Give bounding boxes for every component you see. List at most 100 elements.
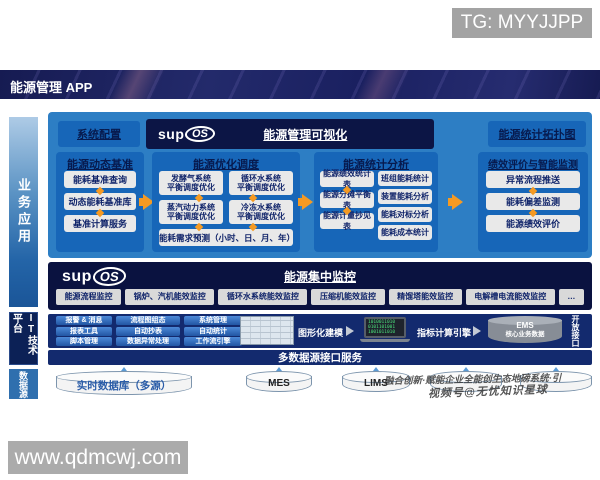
- arrow-right-icon: [139, 194, 154, 210]
- diagram-item: 能耗偏差监测: [486, 193, 580, 210]
- item-line1: 发酵气系统: [171, 173, 211, 183]
- it-tool-item: 脚本管理: [56, 337, 112, 346]
- arrow-right-icon: [448, 194, 463, 210]
- diagram-item: 能源计量抄见表: [320, 211, 374, 231]
- diagram-item: 循环水系统 平衡调度优化: [229, 171, 293, 195]
- page-title: 能源管理 APP: [10, 80, 93, 95]
- datasource-mes: MES: [246, 371, 312, 392]
- monitoring-item: 电解槽电流能效监控: [465, 289, 555, 305]
- engine-label: 指标计算引擎: [417, 328, 472, 338]
- ems-sublabel: 核心业务数据: [505, 331, 545, 338]
- diagram-item: 能源绩效统计表: [320, 169, 374, 189]
- it-tool-item: 自动统计: [184, 326, 242, 336]
- energy-visualization-bar: sup OS 能源管理可视化: [146, 119, 434, 149]
- diagram-item: 能源分摊平衡表: [320, 190, 374, 210]
- it-tool-item: 自动抄表: [116, 326, 180, 336]
- viz-title: 能源管理可视化: [263, 127, 348, 142]
- column-header: 能源统计分析: [343, 159, 409, 171]
- data-interface-strip: 多数据源接口服务: [48, 350, 592, 365]
- diagram-item: 发酵气系统 平衡调度优化: [159, 171, 223, 195]
- diagram-item-wide: 能耗需求预测（小时、日、月、年）: [159, 229, 295, 246]
- laptop-screen: 1010011010 0101101001 1001011010: [364, 317, 406, 338]
- column-header: 绩效评价与智能监测: [488, 160, 578, 171]
- supos-logo: sup OS: [158, 126, 217, 142]
- tg-watermark-badge: TG: MYYJJPP: [452, 8, 592, 38]
- laptop-base: [360, 339, 410, 342]
- column-header: 能源优化调度: [193, 159, 259, 171]
- monitoring-item: 锅炉、汽机能效监控: [125, 289, 215, 305]
- diagram-item: 能耗成本统计: [378, 225, 432, 240]
- monitoring-item: 循环水系统能效监控: [218, 289, 308, 305]
- column-performance-monitoring: 绩效评价与智能监测 异常流程推送 能耗偏差监测 能源绩效评价: [478, 152, 588, 252]
- it-tool-item: 工作流引擎: [184, 337, 242, 346]
- supos-logo-os-icon: OS: [184, 126, 217, 142]
- datasource-label: LIMS: [364, 378, 388, 389]
- item-line1: 冷冻水系统: [241, 202, 281, 212]
- diagram-item: 班组能耗统计: [378, 171, 432, 186]
- diagram-item: 蒸汽动力系统 平衡调度优化: [159, 200, 223, 224]
- diagram-item: 异常流程推送: [486, 171, 580, 188]
- supos-logo-text: sup: [62, 267, 92, 285]
- item-line2: 平衡调度优化: [167, 212, 215, 221]
- arrow-right-icon: [298, 194, 313, 210]
- it-tool-item: 流程图组态: [116, 316, 180, 325]
- business-apps-section: 系统配置 sup OS 能源管理可视化 能源统计拓扑图 能源动态基准 能耗基准查…: [48, 112, 592, 258]
- modeling-label: 图形化建模: [298, 328, 344, 338]
- modeling-screenshot-thumbnail: [240, 316, 294, 345]
- monitoring-item: 能源流程监控: [56, 289, 122, 305]
- item-line2: 平衡调度优化: [237, 183, 285, 192]
- open-api-label: 开放接口: [571, 315, 580, 347]
- diagram-item: 装置能耗分析: [378, 189, 432, 204]
- topology-box: 能源统计拓扑图: [488, 121, 586, 147]
- ems-label: EMS: [516, 321, 534, 330]
- subcolumn-right: 班组能耗统计 装置能耗分析 能耗对标分析 能耗成本统计: [378, 171, 432, 243]
- it-platform-band: 报警 & 消息 流程图组态 系统管理 报表工具 自动抄表 自动统计 脚本管理 数…: [48, 314, 592, 348]
- site-watermark-badge: www.qdmcwj.com: [8, 441, 188, 474]
- it-tool-item: 报表工具: [56, 326, 112, 336]
- item-line1: 蒸汽动力系统: [167, 202, 215, 212]
- sidebar-label-data-sources: 数据源: [9, 369, 38, 399]
- binary-code-text: 1010011010 0101101001 1001011010: [368, 320, 396, 336]
- diagram-item: 能耗对标分析: [378, 207, 432, 222]
- item-line1: 循环水系统: [241, 173, 281, 183]
- monitoring-item: 精馏塔能效监控: [388, 289, 462, 305]
- diagram-item: 能耗基准查询: [64, 171, 136, 188]
- system-config-box: 系统配置: [58, 121, 140, 147]
- monitoring-item-more: …: [558, 289, 584, 305]
- datasource-realtime-db: 实时数据库（多源）: [56, 371, 192, 395]
- diagram-item: 能源绩效评价: [486, 215, 580, 232]
- arrow-right-icon: [473, 326, 481, 336]
- sidebar-label-business-apps: 业务应用: [9, 117, 38, 307]
- diagram-item: 动态能耗基准库: [64, 193, 136, 210]
- column-dynamic-baseline: 能源动态基准 能耗基准查询 动态能耗基准库 基准计算服务: [56, 152, 144, 252]
- column-header: 能源动态基准: [67, 159, 133, 171]
- laptop-icon: 1010011010 0101101001 1001011010: [360, 317, 410, 345]
- monitoring-title: 能源集中监控: [283, 270, 356, 284]
- watermark-account: 视频号@无忧知识星球: [427, 383, 548, 401]
- it-tool-item: 数据异常处理: [116, 337, 180, 346]
- datasource-label: MES: [268, 378, 290, 389]
- supos-logo-text: sup: [158, 126, 185, 142]
- datasource-cylinder: [430, 371, 502, 392]
- column-optimization-scheduling: 能源优化调度 发酵气系统 平衡调度优化 循环水系统 平衡调度优化 蒸汽动力系统 …: [152, 152, 300, 252]
- central-monitoring-band: sup OS 能源集中监控 能源流程监控 锅炉、汽机能效监控 循环水系统能效监控…: [48, 262, 592, 310]
- monitoring-buttons-row: 能源流程监控 锅炉、汽机能效监控 循环水系统能效监控 压缩机能效监控 精馏塔能效…: [56, 289, 584, 305]
- subcolumn-left: 能源绩效统计表 能源分摊平衡表 能源计量抄见表: [320, 169, 374, 243]
- item-line2: 平衡调度优化: [167, 183, 215, 192]
- diagram-item: 基准计算服务: [64, 215, 136, 232]
- ems-database-cylinder: EMS 核心业务数据: [488, 316, 562, 343]
- datasource-lims: LIMS: [342, 371, 410, 392]
- monitoring-item: 压缩机能效监控: [311, 289, 385, 305]
- datasource-label: 实时数据库（多源）: [76, 380, 172, 392]
- title-banner: 能源管理 APP: [0, 70, 600, 99]
- it-tool-item: 报警 & 消息: [56, 316, 112, 325]
- column-statistics-analysis: 能源统计分析 能源绩效统计表 能源分摊平衡表 能源计量抄见表 班组能耗统计 装置…: [314, 152, 438, 252]
- item-line2: 平衡调度优化: [237, 212, 285, 221]
- it-tool-item: 系统管理: [184, 316, 242, 325]
- it-tools-grid: 报警 & 消息 流程图组态 系统管理 报表工具 自动抄表 自动统计 脚本管理 数…: [56, 316, 242, 346]
- sidebar-label-it-platform: IT技术平台: [9, 312, 38, 365]
- datasource-cylinder: [520, 371, 592, 392]
- diagram-item: 冷冻水系统 平衡调度优化: [229, 200, 293, 224]
- arrow-right-icon: [346, 326, 354, 336]
